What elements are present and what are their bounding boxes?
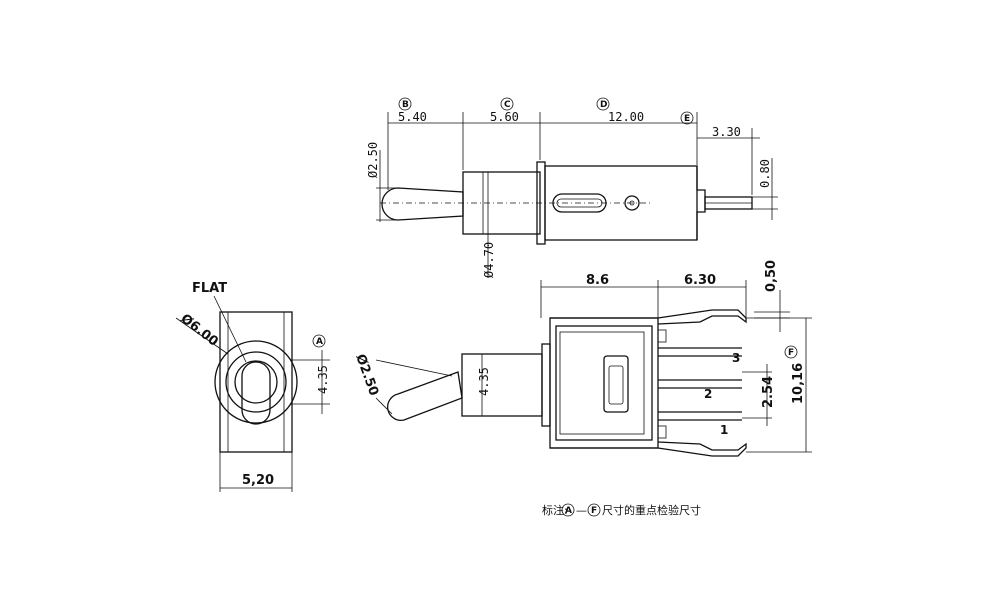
note-dash: — — [576, 504, 587, 517]
marker-b: B — [402, 100, 409, 110]
dim-b-length: 5.40 — [398, 110, 427, 124]
flat-label: FLAT — [192, 281, 227, 296]
marker-c: C — [504, 100, 511, 110]
note-suffix: 尺寸的重点检验尺寸 — [602, 503, 701, 517]
dim-side-len-a: 8.6 — [586, 273, 609, 288]
dim-side-total-h: 10,16 — [791, 363, 806, 404]
dim-front-width: 5,20 — [242, 473, 274, 488]
marker-e: E — [684, 114, 690, 124]
note-prefix: 标注: — [542, 503, 568, 517]
pin-label-2: 2 — [704, 387, 712, 401]
dim-side-bush-h: 4.35 — [477, 367, 491, 396]
side-view: Ø2.50 4.35 3 2 1 8.6 — [352, 260, 812, 457]
note-marker-f: F — [591, 506, 597, 516]
dim-front-dia: Ø6.00 — [178, 311, 221, 349]
dim-bush-dia: Ø4.70 — [482, 242, 496, 278]
marker-a: A — [316, 337, 323, 347]
dim-d-length: 12.00 — [608, 110, 644, 124]
pin-label-1: 1 — [720, 423, 728, 437]
note-marker-a: A — [565, 506, 572, 516]
dim-side-lever-dia: Ø2.50 — [352, 352, 381, 398]
inspection-note: 标注: A — F 尺寸的重点检验尺寸 — [542, 503, 701, 517]
dim-pin-thk: 0.80 — [758, 159, 772, 188]
dim-side-len-b: 6.30 — [684, 273, 716, 288]
marker-d: D — [600, 100, 607, 110]
dim-e-length: 3.30 — [712, 125, 741, 139]
dim-c-length: 5.60 — [490, 110, 519, 124]
marker-f: F — [788, 348, 794, 358]
pin-label-3: 3 — [732, 351, 740, 365]
dim-side-pin-thk: 0,50 — [764, 260, 779, 292]
front-view: FLAT Ø6.00 4.35 A 5,20 — [175, 281, 330, 492]
dim-side-pitch: 2.54 — [761, 376, 776, 408]
top-view: 5.40 5.60 12.00 3.30 B C D E — [366, 97, 778, 278]
dim-lever-dia: Ø2.50 — [366, 142, 380, 178]
dim-front-height: 4.35 — [316, 365, 330, 394]
